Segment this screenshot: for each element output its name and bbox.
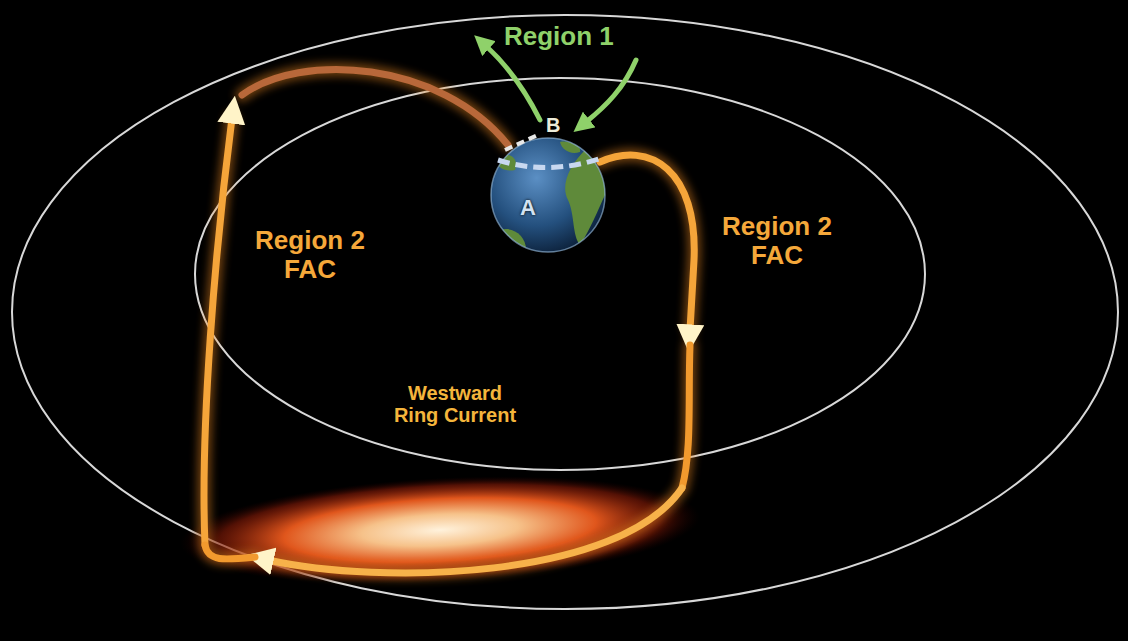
current-label: Region 2 FAC (240, 226, 380, 283)
region2-current-loop (204, 69, 694, 572)
point-label: A (520, 196, 536, 220)
ring-current-glow (178, 464, 703, 595)
ring-current-label: Westward Ring Current (385, 382, 525, 426)
auroral-dashed-line (498, 158, 602, 168)
earth-globe (491, 138, 606, 255)
current-label: Region 2 FAC (712, 212, 842, 269)
inner-orbit (195, 78, 925, 470)
region-label: Region 1 (504, 22, 614, 51)
region1-current-arrows (486, 46, 636, 122)
point-label: B (546, 114, 560, 136)
auroral-dashed-line (505, 134, 540, 150)
outer-orbit (12, 15, 1118, 609)
